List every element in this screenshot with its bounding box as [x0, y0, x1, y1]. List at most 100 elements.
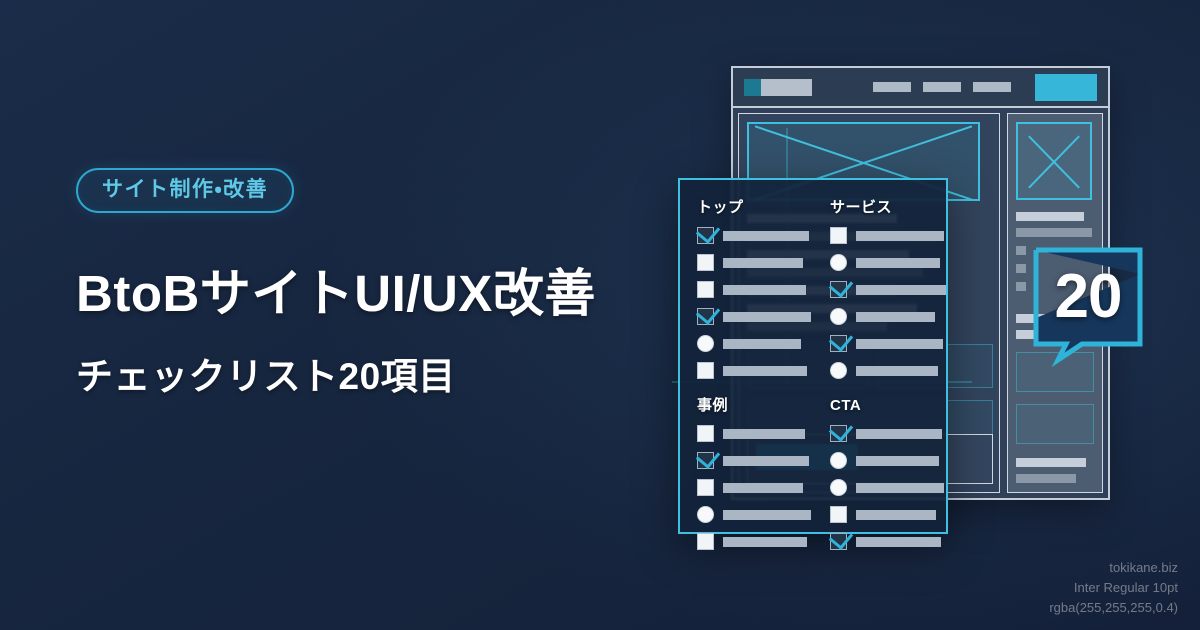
checkbox-checked-icon[interactable]	[830, 335, 847, 352]
watermark-site: tokikane.biz	[1109, 559, 1178, 575]
checklist-row[interactable]	[830, 505, 952, 524]
checkbox-icon[interactable]	[697, 281, 714, 298]
checklist-section-top: トップ	[697, 200, 819, 380]
sidebar-image-placeholder-icon	[1016, 122, 1092, 200]
checklist-row[interactable]	[830, 307, 952, 326]
checklist-item-label	[723, 338, 801, 349]
checkbox-icon[interactable]	[830, 227, 847, 244]
checkbox-checked-icon[interactable]	[830, 281, 847, 298]
nav-item-1	[873, 82, 911, 92]
header-cta-button	[1035, 73, 1097, 101]
checkbox-icon[interactable]	[830, 506, 847, 523]
checklist-item-label	[723, 428, 805, 439]
checklist-card: トップ サービス 事例 CTA	[678, 178, 948, 550]
checklist-item-label	[856, 284, 946, 295]
nav-item-3	[973, 82, 1011, 92]
checklist-item-label	[723, 509, 811, 520]
checklist-item-label	[856, 311, 935, 322]
checklist-row[interactable]	[697, 505, 819, 524]
checklist-section-case: 事例	[697, 398, 819, 551]
sidebar-bullet	[1016, 282, 1026, 291]
checklist-row[interactable]	[697, 307, 819, 326]
checklist-item-label	[856, 455, 939, 466]
watermark: tokikane.biz Inter Regular 10pt rgba(255…	[1049, 558, 1178, 618]
checklist-row[interactable]	[830, 226, 952, 245]
checklist-row[interactable]	[830, 334, 952, 353]
radio-icon[interactable]	[830, 362, 847, 379]
checklist-row[interactable]	[830, 451, 952, 470]
checklist-row[interactable]	[830, 280, 952, 299]
checklist-row[interactable]	[697, 478, 819, 497]
checklist-grid: トップ サービス 事例 CTA	[680, 180, 946, 550]
checklist-item-label	[856, 428, 942, 439]
checklist-item-label	[856, 230, 944, 241]
checklist-row[interactable]	[697, 451, 819, 470]
count-badge: 20	[1022, 247, 1154, 368]
sidebar-bullet	[1016, 264, 1026, 273]
checkbox-checked-icon[interactable]	[697, 308, 714, 325]
checklist-row[interactable]	[830, 532, 952, 551]
checkbox-icon[interactable]	[697, 362, 714, 379]
checklist-row[interactable]	[697, 424, 819, 443]
checklist-rows	[830, 226, 952, 380]
wireframe-box	[1016, 352, 1094, 392]
speech-bubble-icon	[1033, 247, 1143, 368]
sidebar-line	[1016, 212, 1084, 221]
radio-icon[interactable]	[697, 506, 714, 523]
checkbox-checked-icon[interactable]	[697, 227, 714, 244]
sidebar-bullet	[1016, 246, 1026, 255]
checklist-row[interactable]	[697, 226, 819, 245]
checkbox-checked-icon[interactable]	[697, 452, 714, 469]
checklist-item-label	[723, 455, 809, 466]
checklist-item-label	[856, 338, 943, 349]
checkbox-icon[interactable]	[697, 425, 714, 442]
checklist-row[interactable]	[697, 334, 819, 353]
checklist-row[interactable]	[697, 532, 819, 551]
radio-icon[interactable]	[830, 254, 847, 271]
brand-wordmark	[761, 78, 812, 96]
checklist-item-label	[723, 482, 803, 493]
checklist-item-label	[856, 536, 941, 547]
browser-header-bar	[733, 68, 1108, 108]
checklist-item-label	[856, 482, 944, 493]
checklist-section-service: サービス	[830, 200, 952, 380]
checklist-item-label	[856, 365, 938, 376]
watermark-color: rgba(255,255,255,0.4)	[1049, 599, 1178, 615]
checkbox-checked-icon[interactable]	[830, 425, 847, 442]
sidebar-column	[1007, 113, 1103, 493]
wireframe-box	[1016, 404, 1094, 444]
checkbox-icon[interactable]	[697, 479, 714, 496]
checkbox-icon[interactable]	[697, 533, 714, 550]
radio-icon[interactable]	[830, 308, 847, 325]
page-subtitle: チェックリスト20項目	[76, 356, 456, 398]
checkbox-icon[interactable]	[697, 254, 714, 271]
checklist-row[interactable]	[830, 361, 952, 380]
category-badge: サイト制作・改善	[76, 168, 295, 213]
checklist-item-label	[723, 257, 803, 268]
radio-icon[interactable]	[697, 335, 714, 352]
section-title: CTA	[830, 397, 862, 414]
checklist-rows	[830, 424, 952, 551]
checklist-row[interactable]	[697, 361, 819, 380]
nav-item-2	[923, 82, 961, 92]
radio-icon[interactable]	[830, 479, 847, 496]
section-title: サービス	[830, 199, 893, 216]
checklist-rows	[697, 424, 819, 551]
checklist-row[interactable]	[830, 253, 952, 272]
checklist-rows	[697, 226, 819, 380]
section-title: 事例	[697, 397, 729, 414]
checklist-row[interactable]	[697, 253, 819, 272]
checklist-section-cta: CTA	[830, 398, 952, 551]
checklist-item-label	[723, 311, 811, 322]
header-nav	[873, 73, 1097, 101]
checklist-row[interactable]	[697, 280, 819, 299]
checklist-item-label	[723, 365, 807, 376]
checklist-row[interactable]	[830, 478, 952, 497]
hero-text-block: サイト制作・改善 BtoBサイトUI/UX改善 チェックリスト20項目	[76, 168, 656, 399]
checkbox-checked-icon[interactable]	[830, 533, 847, 550]
radio-icon[interactable]	[830, 452, 847, 469]
page-title: BtoBサイトUI/UX改善	[76, 265, 596, 322]
checklist-item-label	[723, 284, 806, 295]
checklist-row[interactable]	[830, 424, 952, 443]
